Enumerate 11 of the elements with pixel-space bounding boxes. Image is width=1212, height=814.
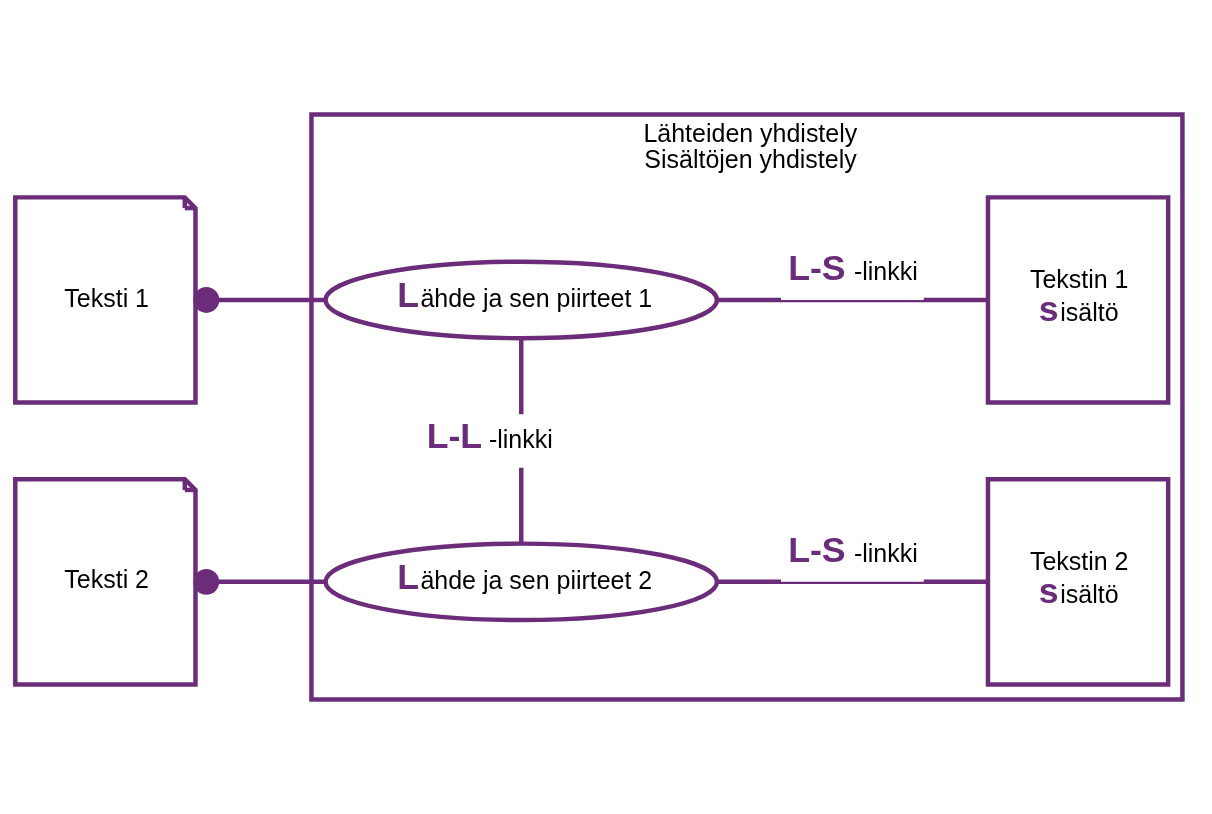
connector xyxy=(193,287,326,313)
connector xyxy=(717,579,988,585)
node-ellipse: Lähde ja sen piirteet 2 xyxy=(323,541,720,623)
edge-label: L-S -linkki xyxy=(788,248,918,289)
connector xyxy=(717,297,988,303)
edge-label: L-L -linkki xyxy=(426,416,553,457)
edge-label: L-S -linkki xyxy=(788,530,918,571)
connector xyxy=(193,568,326,595)
node-ellipse: Lähde ja sen piirteet 1 xyxy=(323,259,720,341)
node-box: Tekstin 2 sisältö xyxy=(985,477,1171,687)
node-box: Tekstin 1 sisältö xyxy=(985,195,1171,405)
